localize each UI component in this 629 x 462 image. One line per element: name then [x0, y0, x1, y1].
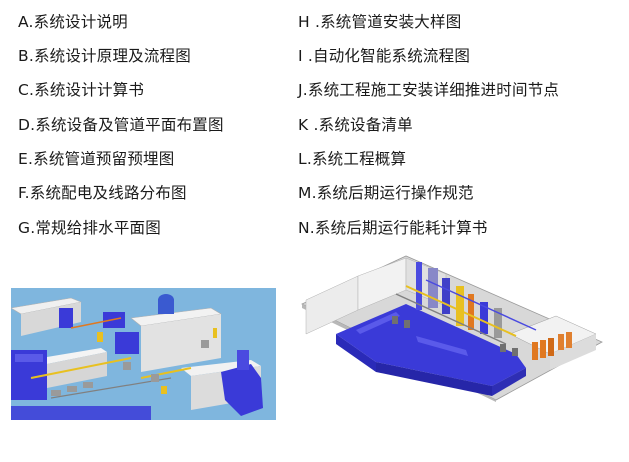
- list-item-e: E.系统管道预留预埋图: [18, 150, 175, 168]
- list-item-i: I .自动化智能系统流程图: [298, 47, 471, 65]
- list-item-l: L.系统工程概算: [298, 150, 407, 168]
- plant-room-right-drawing: [301, 255, 603, 402]
- list-item-m: M.系统后期运行操作规范: [298, 184, 474, 202]
- list-item-k: K .系统设备清单: [298, 116, 413, 134]
- list-item-a: A.系统设计说明: [18, 13, 128, 31]
- list-item-h: H .系统管道安装大样图: [298, 13, 462, 31]
- list-item-f: F.系统配电及线路分布图: [18, 184, 187, 202]
- plant-room-3d-render-left: [11, 288, 276, 420]
- list-item-g: G.常规给排水平面图: [18, 219, 161, 237]
- list-item-n: N.系统后期运行能耗计算书: [298, 219, 488, 237]
- plant-room-left-drawing: [11, 288, 276, 420]
- list-item-j: J.系统工程施工安装详细推进时间节点: [298, 81, 560, 99]
- plant-room-3d-render-right: [296, 250, 608, 402]
- list-item-b: B.系统设计原理及流程图: [18, 47, 191, 65]
- list-item-c: C.系统设计计算书: [18, 81, 145, 99]
- list-item-d: D.系统设备及管道平面布置图: [18, 116, 224, 134]
